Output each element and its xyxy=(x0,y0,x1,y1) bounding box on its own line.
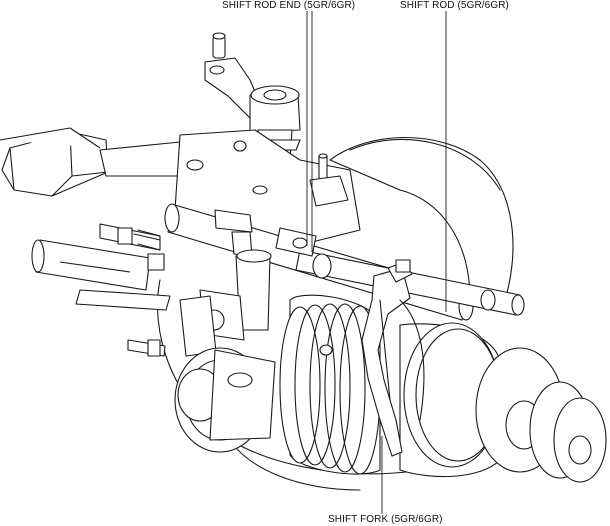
shift-fork-callout: SHIFT FORK (5GR/6GR) xyxy=(328,514,443,525)
shift-fork xyxy=(361,259,425,457)
threaded-studs xyxy=(31,223,171,357)
gear-stack xyxy=(279,294,607,483)
shift-rod-end-callout: SHIFT ROD END (5GR/6GR) xyxy=(222,0,356,11)
shift-rod-callout: SHIFT ROD (5GR/6GR) xyxy=(400,0,509,11)
bottom-left-flange xyxy=(174,347,276,453)
center-shaft xyxy=(179,249,272,357)
leader-lines xyxy=(306,11,447,514)
